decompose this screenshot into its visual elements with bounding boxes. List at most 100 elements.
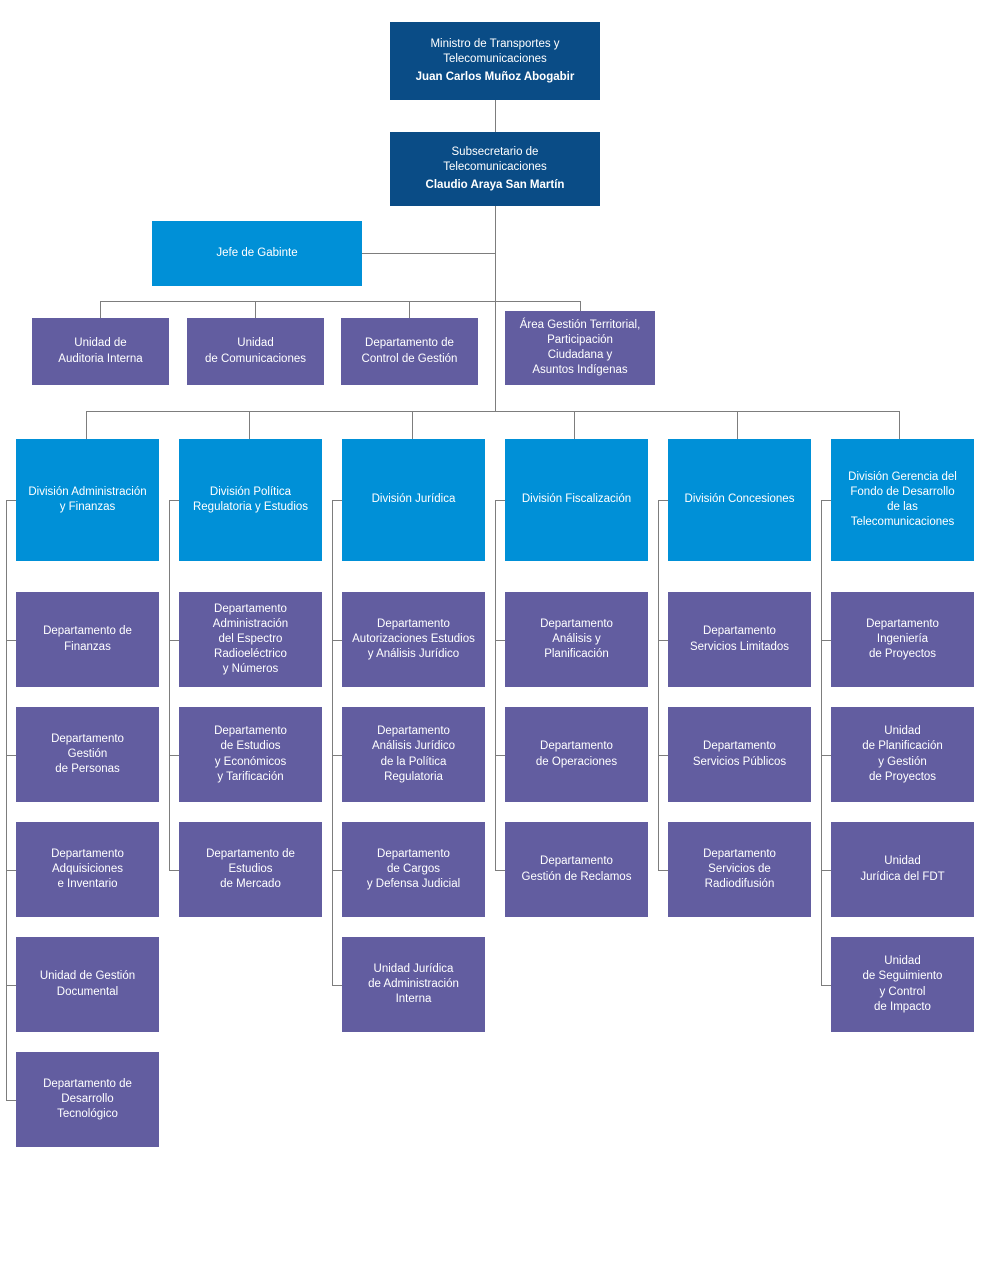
node-unit-unidad-de-planificacion-y-gestion-de-proyectos[interactable]: Unidad de Planificación y Gestión de Pro… [831,707,974,802]
connector-column-1-unit-1-stub [6,639,16,641]
connector-division-drop-6 [899,411,900,439]
connector-column-1-unit-3-stub [6,869,16,871]
unit-label: Departamento Gestión de Reclamos [521,855,632,883]
connector-division-drop-3 [412,411,413,439]
unit-label: Departamento Ingeniería de Proyectos [866,617,939,661]
connector-column-1-spine [6,500,7,1100]
connector-column-3-unit-3-stub [332,869,342,871]
unit-label: Departamento de Finanzas [43,625,132,653]
subsecretario-role: Subsecretario de Telecomunicaciones [443,145,547,173]
connector-subsecretario-spine [495,206,496,411]
unit-label: Unidad de Seguimiento y Control de Impac… [862,955,943,1013]
unit-label: Departamento de Desarrollo Tecnológico [43,1077,132,1121]
connector-column-1-unit-5-stub [6,1099,16,1101]
connector-column-1-division-stub [6,500,16,501]
division-label: División Fiscalización [521,493,632,506]
node-staff-comunicaciones[interactable]: Unidad de Comunicaciones [187,318,324,385]
node-unit-departamento-ingenieria-de-proyectos[interactable]: Departamento Ingeniería de Proyectos [831,592,974,687]
node-staff-auditoria[interactable]: Unidad de Auditoria Interna [32,318,169,385]
node-subsecretario[interactable]: Subsecretario de Telecomunicaciones Clau… [390,132,600,206]
connector-column-2-unit-1-stub [169,639,179,641]
node-unit-departamento-de-cargos-y-defensa-judicial[interactable]: Departamento de Cargos y Defensa Judicia… [342,822,485,917]
node-unit-departamento-servicios-publicos[interactable]: Departamento Servicios Públicos [668,707,811,802]
unit-label: Departamento Servicios Limitados [689,625,790,653]
connector-division-bus [86,411,900,412]
connector-column-6-unit-4-stub [821,984,831,986]
unit-label: Departamento de Cargos y Defensa Judicia… [366,847,461,891]
connector-staff-drop-4 [580,301,581,318]
unit-label: Unidad Jurídica del FDT [860,855,945,883]
connector-division-drop-2 [249,411,250,439]
ministro-person: Juan Carlos Muñoz Abogabir [415,71,575,84]
node-unit-departamento-analisis-juridico-de-la-politica-[interactable]: Departamento Análisis Jurídico de la Pol… [342,707,485,802]
connector-column-4-unit-1-stub [495,639,505,641]
node-unit-departamento-de-finanzas[interactable]: Departamento de Finanzas [16,592,159,687]
division-label: División Administración y Finanzas [28,485,147,513]
node-division-division-administracion-y-finanzas[interactable]: División Administración y Finanzas [16,439,159,561]
staff-label: Departamento de Control de Gestión [361,337,458,365]
unit-label: Departamento Análisis y Planificación [540,617,613,661]
connector-column-3-unit-4-stub [332,984,342,986]
node-unit-departamento-servicios-limitados[interactable]: Departamento Servicios Limitados [668,592,811,687]
node-staff-control-gestion[interactable]: Departamento de Control de Gestión [341,318,478,385]
node-unit-departamento-analisis-y-planificacion[interactable]: Departamento Análisis y Planificación [505,592,648,687]
connector-column-2-unit-3-stub [169,869,179,871]
node-unit-unidad-juridica-del-fdt[interactable]: Unidad Jurídica del FDT [831,822,974,917]
unit-label: Departamento Gestión de Personas [51,732,124,776]
staff-label: Área Gestión Territorial, Participación … [519,318,641,377]
node-division-division-politica-regulatoria-y-estudios[interactable]: División Política Regulatoria y Estudios [179,439,322,561]
division-label: División Concesiones [684,493,795,506]
node-unit-unidad-de-seguimiento-y-control-de-impacto[interactable]: Unidad de Seguimiento y Control de Impac… [831,937,974,1032]
unit-label: Departamento Servicios Públicos [692,740,787,768]
node-unit-departamento-adquisiciones-e-inventario[interactable]: Departamento Adquisiciones e Inventario [16,822,159,917]
connector-column-3-division-stub [332,500,342,501]
node-ministro[interactable]: Ministro de Transportes y Telecomunicaci… [390,22,600,100]
connector-column-2-division-stub [169,500,179,501]
node-unit-departamento-administracion-del-espectro-radio[interactable]: Departamento Administración del Espectro… [179,592,322,687]
node-division-division-juridica[interactable]: División Jurídica [342,439,485,561]
unit-label: Departamento de Operaciones [535,740,618,768]
division-label: División Jurídica [371,493,456,506]
node-unit-departamento-autorizaciones-estudios-y-analisi[interactable]: Departamento Autorizaciones Estudios y A… [342,592,485,687]
node-unit-departamento-de-desarrollo-tecnologico[interactable]: Departamento de Desarrollo Tecnológico [16,1052,159,1147]
connector-column-5-unit-2-stub [658,754,668,756]
connector-staff-drop-3 [409,301,410,318]
jefe-de-gabinete-label: Jefe de Gabinte [216,246,298,259]
node-unit-departamento-de-operaciones[interactable]: Departamento de Operaciones [505,707,648,802]
ministro-role: Ministro de Transportes y Telecomunicaci… [430,37,560,65]
staff-label: Unidad de Comunicaciones [204,337,306,365]
connector-column-6-unit-2-stub [821,754,831,756]
connector-column-3-unit-1-stub [332,639,342,641]
connector-column-5-unit-3-stub [658,869,668,871]
unit-label: Unidad de Planificación y Gestión de Pro… [862,725,943,783]
unit-label: Departamento Adquisiciones e Inventario [51,847,124,891]
connector-column-5-unit-1-stub [658,639,668,641]
node-division-division-fiscalizacion[interactable]: División Fiscalización [505,439,648,561]
node-unit-unidad-juridica-de-administracion-interna[interactable]: Unidad Jurídica de Administración Intern… [342,937,485,1032]
connector-column-4-division-stub [495,500,505,501]
connector-column-6-spine [821,500,822,985]
connector-column-2-spine [169,500,170,870]
node-unit-departamento-gestion-de-reclamos[interactable]: Departamento Gestión de Reclamos [505,822,648,917]
connector-column-5-spine [658,500,659,870]
connector-staff-drop-1 [100,301,101,318]
node-staff-gestion-territorial[interactable]: Área Gestión Territorial, Participación … [505,311,655,385]
node-unit-departamento-gestion-de-personas[interactable]: Departamento Gestión de Personas [16,707,159,802]
connector-column-6-unit-1-stub [821,639,831,641]
connector-column-2-unit-2-stub [169,754,179,756]
node-division-division-concesiones[interactable]: División Concesiones [668,439,811,561]
node-unit-unidad-de-gestion-documental[interactable]: Unidad de Gestión Documental [16,937,159,1032]
node-unit-departamento-de-estudios-de-mercado[interactable]: Departamento de Estudios de Mercado [179,822,322,917]
node-unit-departamento-servicios-de-radiodifusion[interactable]: Departamento Servicios de Radiodifusión [668,822,811,917]
node-division-division-gerencia-del-fondo-de-desarrollo-de-l[interactable]: División Gerencia del Fondo de Desarroll… [831,439,974,561]
connector-staff-bus [100,301,581,302]
node-jefe-de-gabinete[interactable]: Jefe de Gabinte [152,221,362,286]
connector-ministro-subsecretario [495,100,496,132]
connector-cabinet-stub [362,253,496,254]
node-unit-departamento-de-estudios-y-economicos-y-tarifi[interactable]: Departamento de Estudios y Económicos y … [179,707,322,802]
unit-label: Departamento Administración del Espectro… [212,602,289,676]
unit-label: Unidad Jurídica de Administración Intern… [368,962,459,1006]
connector-column-6-unit-3-stub [821,869,831,871]
unit-label: Unidad de Gestión Documental [39,970,136,998]
